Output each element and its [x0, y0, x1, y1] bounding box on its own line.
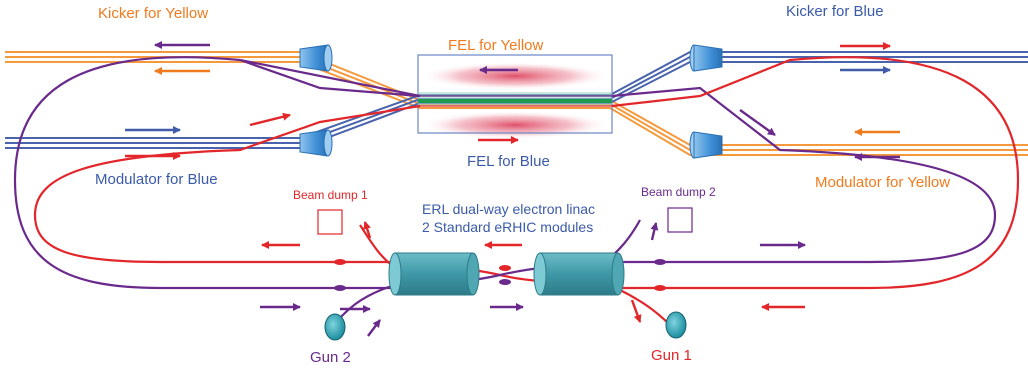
label-erl-line2: 2 Standard eRHIC modules [422, 219, 594, 235]
direction-arrows [125, 41, 900, 337]
label-gun-1: Gun 1 [651, 347, 692, 364]
linac-module-left [388, 252, 480, 296]
label-kicker-blue: Kicker for Blue [786, 3, 884, 20]
label-modulator-blue: Modulator for Blue [95, 171, 218, 188]
label-erl-line1: ERL dual-way electron linac [422, 201, 596, 217]
label-beam-dump-2: Beam dump 2 [641, 185, 716, 199]
purple-electron-loop-right [611, 86, 997, 264]
label-fel-yellow: FEL for Yellow [448, 37, 544, 54]
modulator-blue-cylinder [299, 129, 333, 157]
label-beam-dump-1: Beam dump 1 [293, 188, 368, 202]
kicker-yellow-cylinder [299, 44, 333, 72]
beam-dump-2-box [667, 207, 693, 233]
label-gun-2: Gun 2 [310, 349, 351, 366]
modulator-yellow-cylinder [689, 131, 723, 159]
label-fel-blue: FEL for Blue [467, 153, 550, 170]
gun-1 [665, 311, 687, 339]
red-electron-loop-right [611, 56, 1020, 290]
label-modulator-yellow: Modulator for Yellow [815, 174, 951, 191]
junction-markers [334, 259, 666, 291]
label-kicker-yellow: Kicker for Yellow [98, 5, 209, 22]
red-electron-loop-left [33, 104, 421, 264]
fel-section [417, 54, 613, 139]
purple-electron-loop-left [13, 56, 421, 290]
beam-dump-1-box [317, 209, 343, 235]
gun-2 [324, 313, 346, 341]
kicker-blue-cylinder [689, 44, 723, 72]
linac-module-right [533, 252, 625, 296]
